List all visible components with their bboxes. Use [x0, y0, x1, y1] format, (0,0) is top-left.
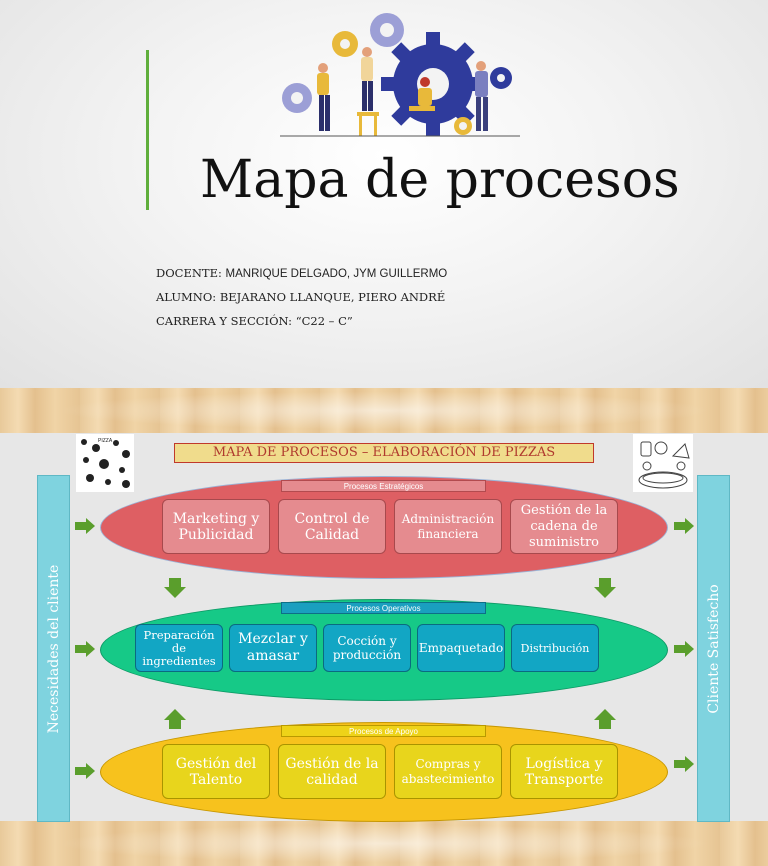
pizza-doodles-image: PIZZA	[76, 434, 134, 492]
customer-needs-label: Necesidades del cliente	[45, 564, 62, 733]
docente-line: DOCENTE: MANRIQUE DELGADO, JYM GUILLERMO	[156, 266, 448, 280]
gears-team-illustration	[280, 13, 520, 137]
strategic-processes-label: Procesos Estratégicos	[281, 480, 486, 492]
arrow-right-icon	[674, 756, 694, 772]
operative-processes-label: Procesos Operativos	[281, 602, 486, 614]
arrow-right-icon	[75, 763, 95, 779]
arrow-down-icon	[594, 578, 616, 598]
process-quality-control: Control de Calidad	[278, 499, 386, 554]
carrera-line: CARRERA Y SECCIÓN: “C22 – C”	[156, 314, 353, 328]
process-logistics: Logística y Transporte	[510, 744, 618, 799]
map-title: MAPA DE PROCESOS – ELABORACIÓN DE PIZZAS	[174, 443, 594, 463]
process-packaging: Empaquetado	[417, 624, 505, 672]
page-title: Mapa de procesos	[200, 150, 680, 210]
process-talent-management: Gestión del Talento	[162, 744, 270, 799]
process-baking: Cocción y producción	[323, 624, 411, 672]
process-financial-admin: Administración financiera	[394, 499, 502, 554]
process-map-slide: PIZZA MAPA DE PROCESOS – ELABORACIÓN DE …	[0, 433, 768, 822]
process-ingredient-prep: Preparación de ingredientes	[135, 624, 223, 672]
arrow-right-icon	[674, 641, 694, 657]
customer-needs-bar: Necesidades del cliente	[37, 475, 70, 822]
process-quality-management: Gestión de la calidad	[278, 744, 386, 799]
accent-bar	[146, 50, 149, 210]
svg-text:PIZZA: PIZZA	[98, 438, 113, 444]
arrow-down-icon	[164, 578, 186, 598]
process-purchasing: Compras y abastecimiento	[394, 744, 502, 799]
cover-slide: Mapa de procesos DOCENTE: MANRIQUE DELGA…	[0, 0, 768, 388]
arrow-up-icon	[594, 709, 616, 729]
wood-divider	[0, 388, 768, 433]
support-processes-label: Procesos de Apoyo	[281, 725, 486, 737]
satisfied-customer-bar: Cliente Satisfecho	[697, 475, 730, 822]
pizza-sketch-image	[633, 434, 693, 492]
wood-divider-bottom	[0, 821, 768, 866]
process-distribution: Distribución	[511, 624, 599, 672]
alumno-line: ALUMNO: BEJARANO LLANQUE, PIERO ANDRÉ	[156, 290, 446, 304]
process-mix-knead: Mezclar y amasar	[229, 624, 317, 672]
arrow-right-icon	[75, 518, 95, 534]
arrow-right-icon	[75, 641, 95, 657]
process-supply-chain: Gestión de la cadena de suministro	[510, 499, 618, 554]
arrow-right-icon	[674, 518, 694, 534]
arrow-up-icon	[164, 709, 186, 729]
satisfied-customer-label: Cliente Satisfecho	[705, 583, 722, 714]
process-marketing: Marketing y Publicidad	[162, 499, 270, 554]
